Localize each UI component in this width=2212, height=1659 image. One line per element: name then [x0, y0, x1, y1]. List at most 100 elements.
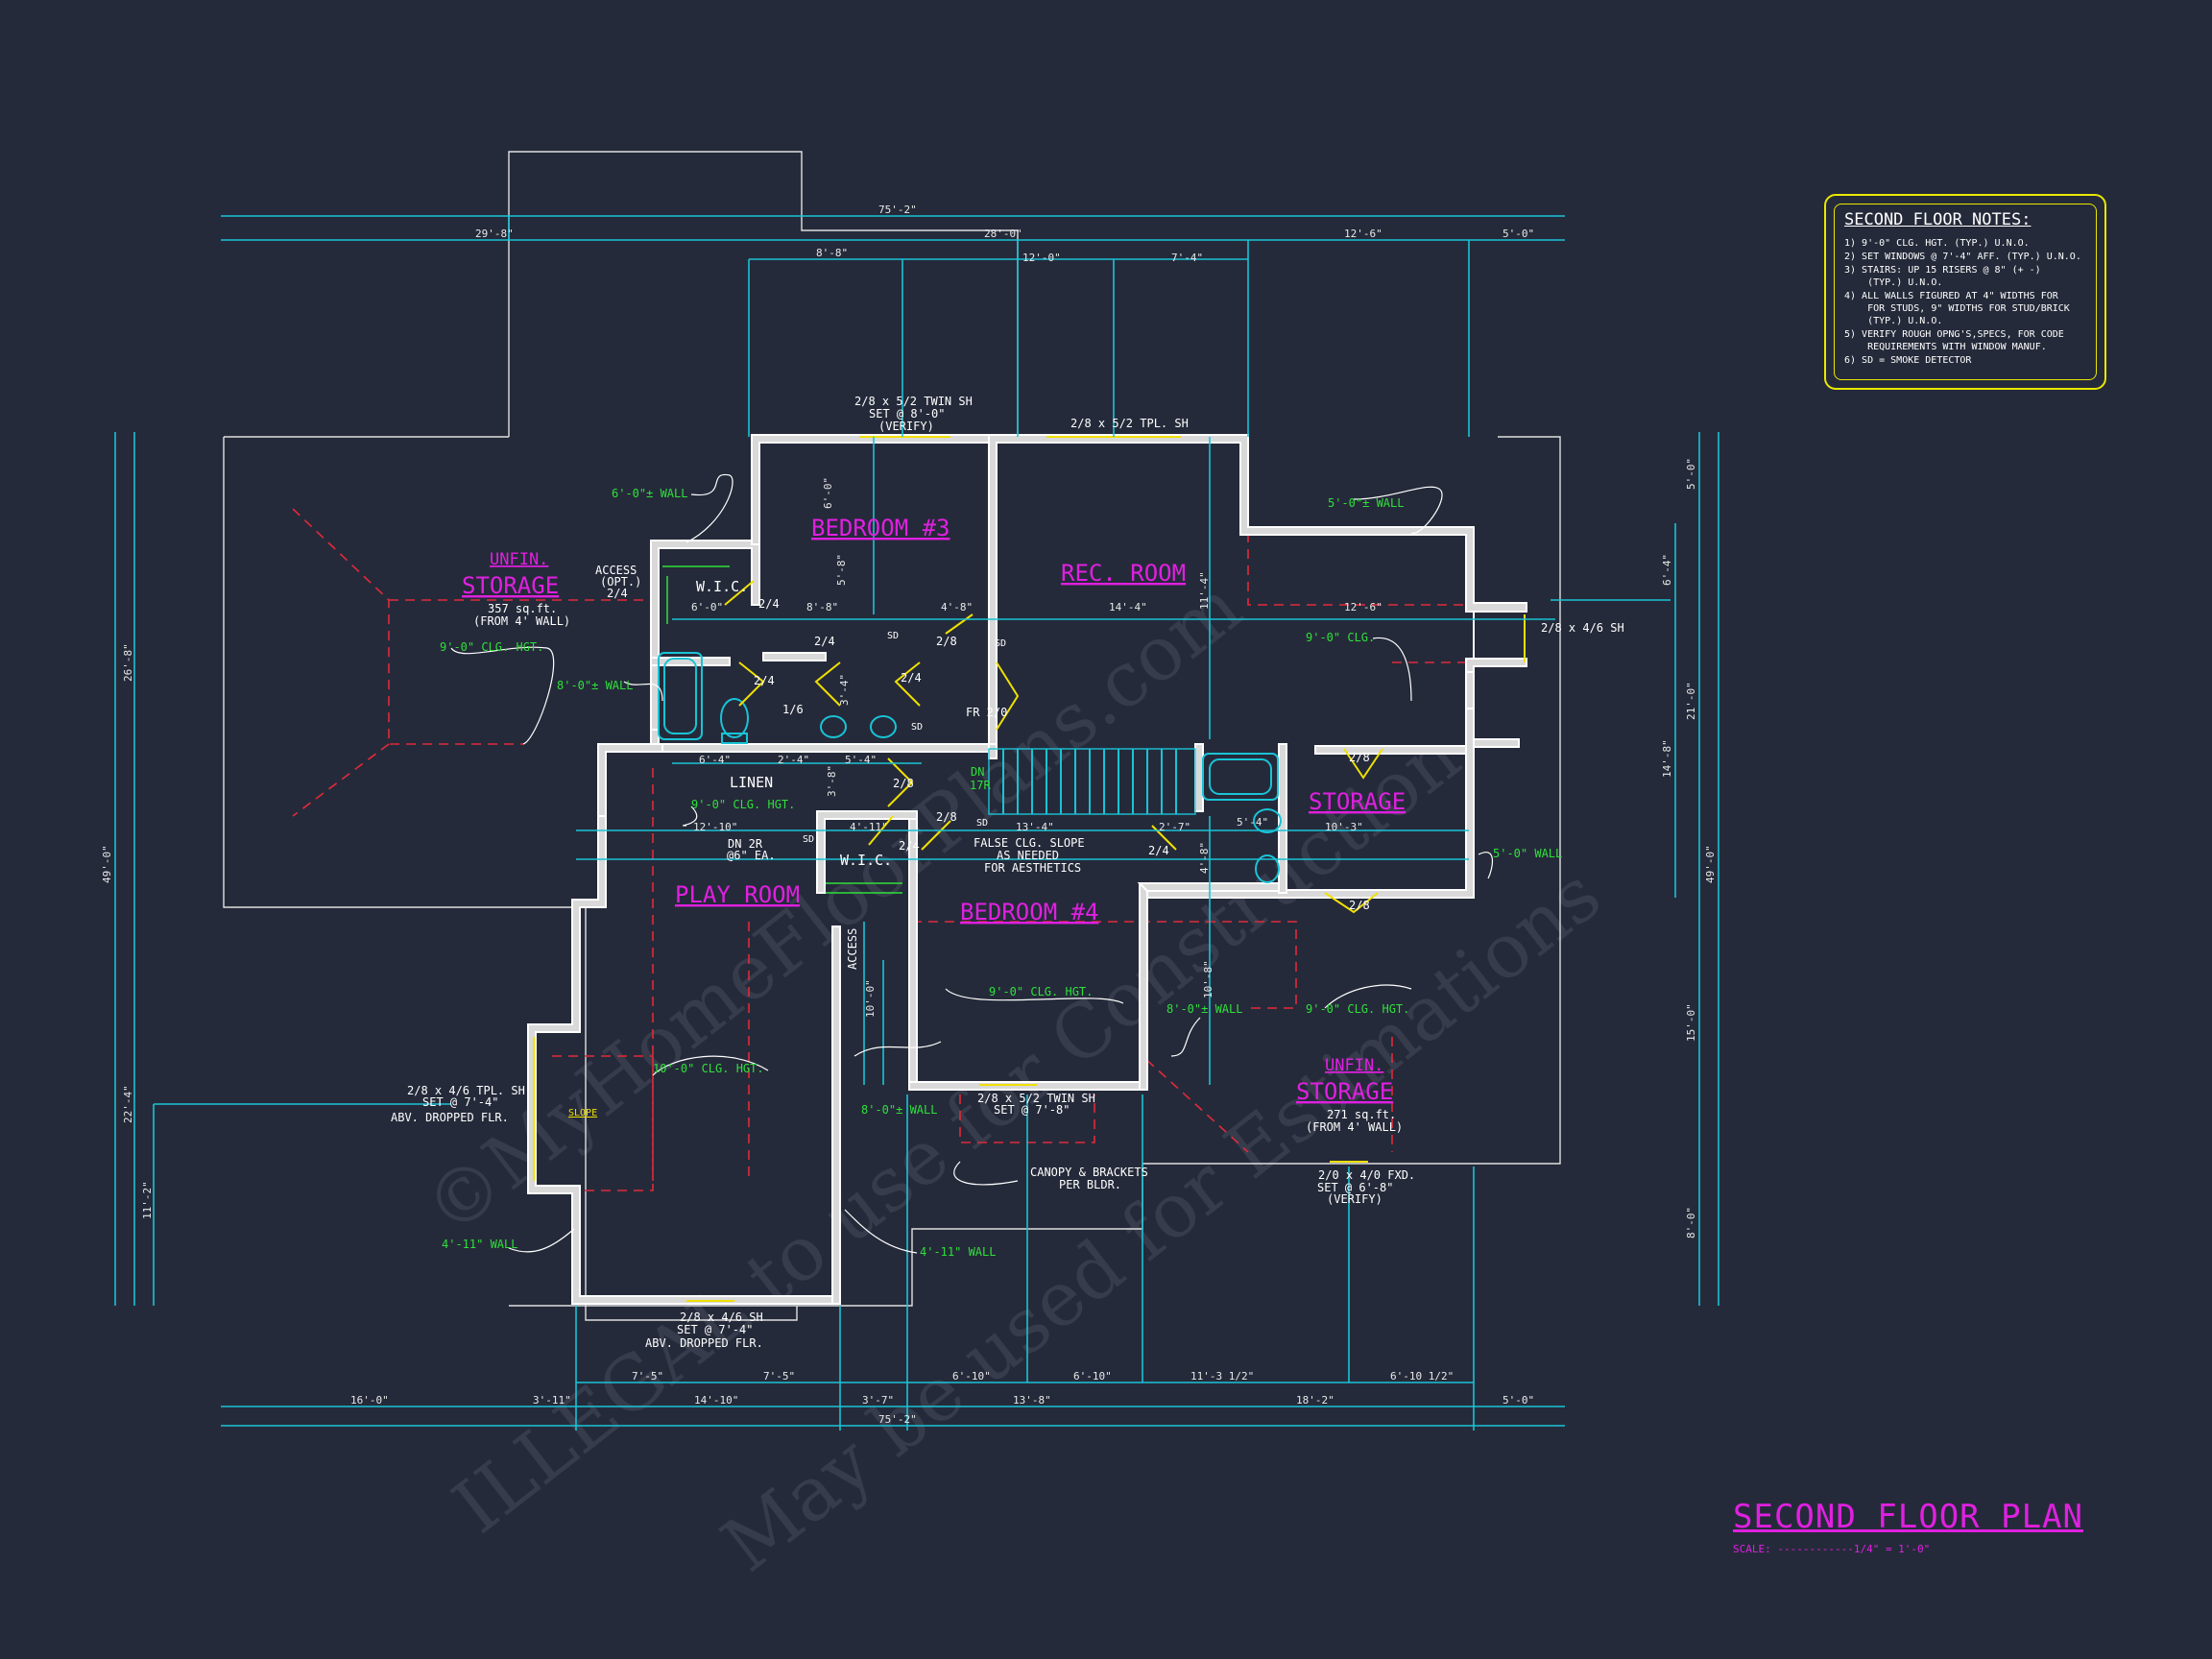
window-label-b4: 2/8 x 5/2 TWIN SH [977, 1092, 1095, 1105]
dim-int-10: 13'-4" [1016, 821, 1054, 833]
false-clg-2: AS NEEDED [997, 849, 1059, 862]
dim-sub-3: 7'-4" [1171, 252, 1203, 264]
window-label-b3-set: SET @ 8'-0" [869, 407, 945, 421]
room-label-storage-left: STORAGE [462, 572, 559, 599]
second-floor-notes-panel: SECOND FLOOR NOTES: 1) 9'-0" CLG. HGT. (… [1824, 194, 2106, 390]
dim-bot-sub2: 7'-5" [763, 1370, 795, 1382]
dim-bot-7: 5'-0" [1503, 1394, 1534, 1407]
dim-bot-sub1: 7'-5" [632, 1370, 663, 1382]
note-item: 1) 9'-0" CLG. HGT. (TYP.) U.N.O. [1844, 238, 2030, 249]
stairs [988, 748, 1196, 815]
annotations: 2/8 x 5/2 TWIN SH SET @ 8'-0" (VERIFY) 2… [391, 395, 1624, 1350]
dim-bot-sub5: 11'-3 1/2" [1190, 1370, 1254, 1382]
false-clg-3: FOR AESTHETICS [984, 861, 1081, 875]
wall-note-8-b4: 8'-0"± WALL [1166, 1002, 1242, 1016]
door-size-28-c: 2/8 [936, 810, 957, 824]
window-label-fxd-set: SET @ 6'-8" [1317, 1181, 1393, 1194]
dim-int-21: 10'-0" [864, 979, 877, 1018]
from4-left: (FROM 4' WALL) [473, 614, 570, 628]
dimension-text: 75'-2" 29'-8" 28'-0" 12'-6" 5'-0" 8'-8" … [101, 204, 1717, 1426]
window-label-play-abv: ABV. DROPPED FLR. [391, 1111, 509, 1124]
wall-note-4-11-mid: 4'-11" WALL [920, 1245, 996, 1259]
dim-int-19: 4'-8" [1198, 842, 1211, 874]
dim-left-2: 26'-8" [122, 643, 134, 682]
door-size-24-d: 2/4 [901, 671, 922, 685]
fr-label: FR 2/0 [966, 706, 1007, 719]
dim-top-overall: 75'-2" [878, 204, 917, 216]
clg-note-linen: 9'-0" CLG. HGT. [691, 798, 795, 811]
room-label-bedroom-3: BEDROOM #3 [811, 515, 950, 541]
dim-right-6: 15'-0" [1685, 1003, 1697, 1042]
room-label-rec-room: REC. ROOM [1061, 560, 1186, 587]
window-label-b3-verify: (VERIFY) [878, 420, 934, 433]
dim-sub-2: 12'-0" [1022, 252, 1061, 264]
door-size-24-c: 2/4 [754, 674, 775, 687]
dim-right-2: 5'-0" [1685, 458, 1697, 490]
smoke-detector-4: SD [803, 834, 814, 845]
smoke-detector-2: SD [995, 638, 1006, 649]
doors [533, 436, 1526, 1302]
dn-2r-ea-label: @6" EA. [727, 849, 776, 862]
wic-mid-label: W.I.C. [840, 852, 892, 869]
wic-top-label: W.I.C. [696, 578, 748, 595]
dn-2r-label: DN 2R [728, 837, 763, 851]
smoke-detector-5: SD [976, 818, 988, 829]
dim-right-1: 49'-0" [1704, 845, 1717, 883]
room-label-bedroom-4: BEDROOM #4 [960, 899, 1099, 926]
note-item: 6) SD = SMOKE DETECTOR [1844, 355, 1972, 366]
dim-left-4: 11'-2" [141, 1181, 154, 1219]
sqft-right: 271 sq.ft. [1327, 1108, 1396, 1121]
notes-heading: SECOND FLOOR NOTES: [1844, 210, 2032, 229]
dim-left-3: 22'-4" [122, 1085, 134, 1123]
dim-int-6: 6'-4" [699, 754, 731, 766]
canopy-label-2: PER BLDR. [1059, 1178, 1121, 1191]
dim-bot-sub3: 6'-10" [952, 1370, 991, 1382]
closet-shelves [662, 565, 902, 894]
slope-label: SLOPE [568, 1108, 597, 1118]
leader-lines [450, 473, 1493, 1254]
window-label-bottom-abv: ABV. DROPPED FLR. [645, 1336, 763, 1350]
access-size-label: 2/4 [607, 587, 628, 600]
dim-int-2: 8'-8" [806, 601, 838, 613]
door-size-28-d: 2/8 [1349, 751, 1370, 764]
door-size-24-f: 2/4 [1148, 844, 1169, 857]
window-label-b3: 2/8 x 5/2 TWIN SH [854, 395, 973, 408]
watermark: ©MyHomeFloorPlans.com ILLEGAL to use for… [409, 564, 1617, 1589]
dim-sub-1: 8'-8" [816, 247, 848, 259]
door-size-24-e: 2/4 [899, 839, 920, 853]
dim-top-m: 28'-0" [984, 228, 1022, 240]
wall-note-5-right: 5'-0" WALL [1493, 847, 1562, 860]
plan-scale: SCALE: ------------1/4" = 1'-0" [1733, 1543, 1931, 1555]
wall-note-6: 6'-0"± WALL [612, 487, 687, 500]
dim-int-11: 2'-7" [1159, 821, 1190, 833]
note-item: 3) STAIRS: UP 15 RISERS @ 8" (+ -) (TYP.… [1844, 265, 2041, 288]
dim-int-12: 10'-3" [1325, 821, 1363, 833]
door-size-24-a: 2/4 [758, 597, 780, 611]
room-label-unfin-right: UNFIN. [1325, 1056, 1383, 1075]
dim-top-r2: 5'-0" [1503, 228, 1534, 240]
dim-bot-5: 13'-8" [1013, 1394, 1051, 1407]
room-label-storage-mid: STORAGE [1309, 788, 1406, 815]
access-opt-label: (OPT.) [600, 575, 641, 589]
dim-bot-sub6: 6'-10 1/2" [1390, 1370, 1454, 1382]
dim-bot-overall: 75'-2" [878, 1413, 917, 1426]
window-label-rec: 2/8 x 5/2 TPL. SH [1070, 417, 1189, 430]
window-label-b4-set: SET @ 7'-8" [994, 1103, 1070, 1117]
access-vertical-label: ACCESS [846, 928, 859, 970]
sqft-left: 357 sq.ft. [488, 602, 557, 615]
dim-left-1: 49'-0" [101, 845, 113, 883]
wall-note-5-top: 5'-0"± WALL [1328, 496, 1404, 510]
window-label-play-set: SET @ 7'-4" [422, 1095, 498, 1109]
room-label-storage-right: STORAGE [1296, 1078, 1393, 1105]
wall-note-8-mid: 8'-0"± WALL [861, 1103, 937, 1117]
dim-int-20: 10'-8" [1202, 960, 1214, 998]
window-label-right: 2/8 x 4/6 SH [1541, 621, 1624, 635]
dn-stairs-label: DN [971, 765, 984, 779]
from4-right: (FROM 4' WALL) [1306, 1120, 1403, 1134]
dim-bot-4: 3'-7" [862, 1394, 894, 1407]
canopy-label-1: CANOPY & BRACKETS [1030, 1166, 1148, 1179]
dim-int-15: 6'-0" [822, 477, 834, 509]
dimension-lines [114, 215, 1719, 1431]
dim-int-8: 5'-4" [845, 754, 877, 766]
dim-int-18: 11'-4" [1198, 571, 1211, 610]
